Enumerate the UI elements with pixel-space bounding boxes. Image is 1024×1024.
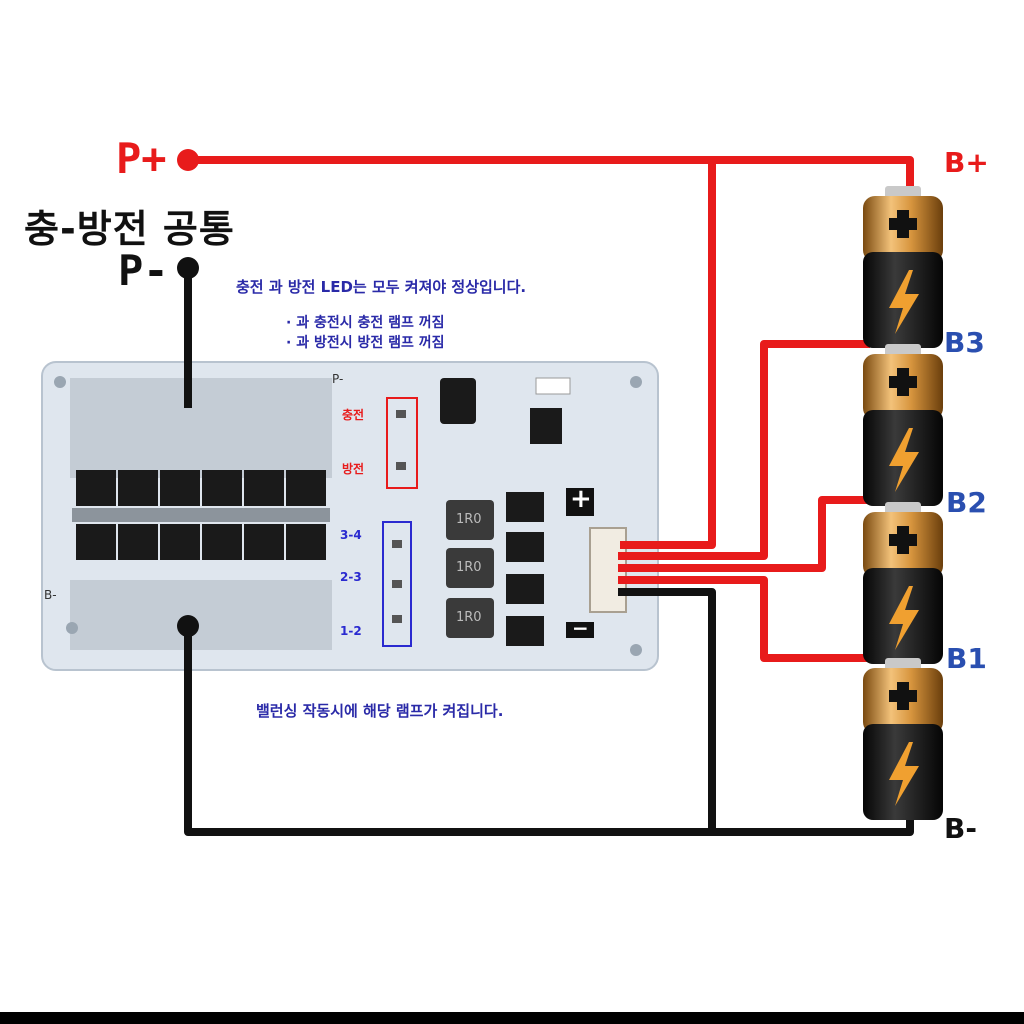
- pcb-b-minus-pad: B-: [44, 588, 57, 602]
- overdischarge-note: · 과 방전시 방전 램프 꺼짐: [286, 335, 445, 351]
- p-minus-label: P-: [118, 246, 169, 295]
- b-plus-label: B+: [944, 146, 989, 179]
- common-port-title: 충-방전 공통: [24, 207, 235, 251]
- b-minus-label: B-: [944, 812, 977, 845]
- p-minus-terminal: [177, 257, 199, 279]
- p-plus-terminal: [177, 149, 199, 171]
- pcb-p-minus-pad: P-: [332, 372, 344, 386]
- battery-cell-icon: [863, 344, 943, 506]
- inductor-label: 1R0: [456, 610, 482, 625]
- inductor-label: 1R0: [456, 512, 482, 527]
- battery-cell-icon: [863, 186, 943, 348]
- balance-23-label: 2-3: [340, 570, 362, 584]
- pcb-plus-sign: +: [570, 484, 592, 514]
- inductor-label: 1R0: [456, 560, 482, 575]
- b1-label: B1: [946, 642, 987, 675]
- positive-wires: [188, 156, 914, 662]
- b3-label: B3: [944, 326, 985, 359]
- pcb-minus-sign: −: [572, 616, 589, 640]
- balance-12-label: 1-2: [340, 624, 362, 638]
- balance-34-label: 3-4: [340, 528, 362, 542]
- led-normal-note: 충전 과 방전 LED는 모두 켜져야 정상입니다.: [236, 278, 527, 296]
- battery-pack: [863, 186, 943, 820]
- overcharge-note: · 과 충전시 충전 램프 꺼짐: [286, 315, 445, 331]
- bottom-border: [0, 1012, 1024, 1024]
- charge-led-label: 충전: [342, 408, 365, 422]
- balancing-note: 밸런싱 작동시에 해당 램프가 켜집니다.: [256, 702, 504, 720]
- discharge-led-label: 방전: [342, 462, 365, 476]
- mosfet-array: [72, 470, 330, 560]
- bms-pcb: [41, 361, 659, 671]
- battery-cell-icon: [863, 658, 943, 820]
- battery-cell-icon: [863, 502, 943, 664]
- b2-label: B2: [946, 486, 987, 519]
- b-minus-pcb-terminal: [177, 615, 199, 637]
- p-plus-label: P+: [116, 134, 167, 183]
